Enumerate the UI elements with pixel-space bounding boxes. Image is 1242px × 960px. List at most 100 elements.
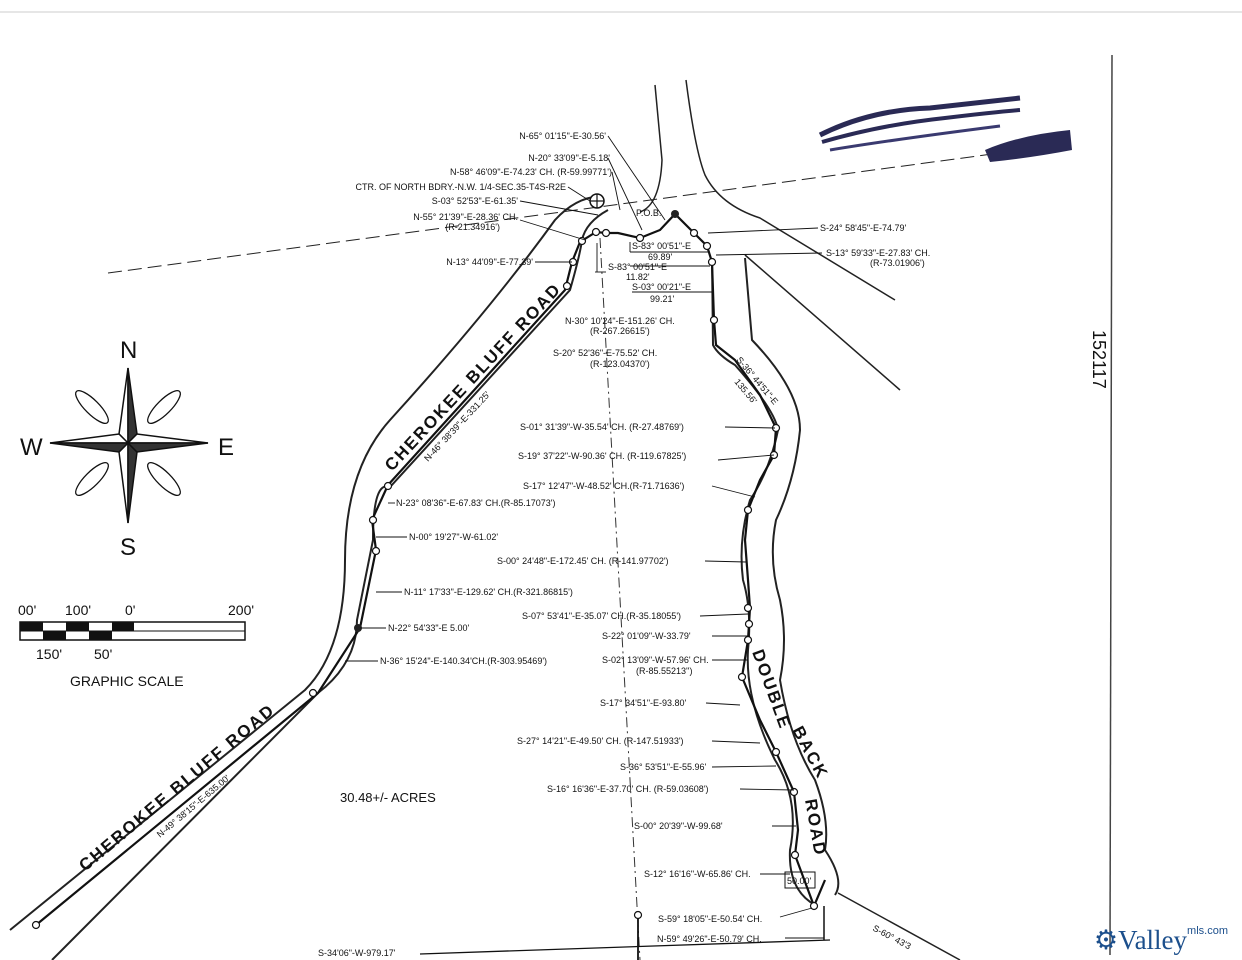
margin-stamp: 152117 bbox=[1089, 330, 1109, 389]
bearing-label: (R-85.55213'') bbox=[636, 666, 692, 676]
bearing-label: N-23° 08'36"-E-67.83' CH.(R-85.17073') bbox=[396, 498, 556, 508]
valley-mls-watermark: ⚙Valleymls.com bbox=[1093, 925, 1228, 955]
bearing-label: (R-267.26615') bbox=[590, 326, 650, 336]
corner-point bbox=[790, 850, 800, 860]
corner-point bbox=[633, 910, 643, 920]
road-name-double: DOUBLE bbox=[748, 647, 795, 732]
bearing-label: CTR. OF NORTH BDRY.-N.W. 1/4-SEC.35-T4S-… bbox=[355, 182, 566, 192]
graphic-scale-caption: GRAPHIC SCALE bbox=[70, 673, 184, 689]
section-center-marker bbox=[589, 193, 605, 209]
cherokee-road-outer-edge bbox=[9, 195, 601, 931]
bearing-label: N-65° 01'15"-E-30.56' bbox=[519, 131, 606, 141]
corner-point bbox=[737, 672, 747, 682]
corner-point bbox=[743, 603, 753, 613]
property-boundary bbox=[35, 212, 827, 926]
bearing-label: S-59° 18'05"-E-50.54' CH. bbox=[658, 914, 762, 924]
graphic-scale-bar bbox=[19, 621, 246, 641]
compass-east: E bbox=[218, 434, 234, 461]
acreage-label: 30.48+/- ACRES bbox=[340, 790, 436, 805]
bottom-boundary bbox=[419, 939, 831, 955]
compass-rose bbox=[49, 367, 209, 524]
bearing-label: N-58° 46'09"-E-74.23' CH. (R-59.99771') bbox=[450, 167, 612, 177]
bearing-label: N-36° 15'24"-E-140.34'CH.(R-303.95469') bbox=[380, 656, 547, 666]
bearing-label: S-00° 24'48"-E-172.45' CH. (R-141.97702'… bbox=[497, 556, 669, 566]
bearing-label: (R-21.34916') bbox=[445, 222, 500, 232]
bearing-label: S-83° 00'51"-E bbox=[608, 262, 667, 272]
corner-point bbox=[743, 505, 753, 515]
bearing-label: N-55° 21'39"-E-28.36' CH. bbox=[413, 212, 518, 222]
bearing-label: S-16° 16'36"-E-37.70' CH. (R-59.03608') bbox=[547, 784, 709, 794]
corner-point bbox=[31, 920, 41, 930]
bearing-label: S-27° 14'21"-E-49.50' CH. (R-147.51933') bbox=[517, 736, 684, 746]
bearing-label: S-13° 59'33"-E-27.83' CH. bbox=[826, 248, 930, 258]
bearing-label: S-24° 58'45"-E-74.79' bbox=[820, 223, 907, 233]
bearing-label: 11.82' bbox=[626, 272, 650, 282]
bearing-label: S-22° 01'09"-W-33.79' bbox=[602, 631, 691, 641]
corner-point bbox=[591, 227, 601, 237]
dimension-box bbox=[784, 871, 816, 889]
road-name-cherokee-lower: CHEROKEE BLUFF ROAD bbox=[75, 700, 278, 875]
bearing-label: S-00° 20'39"-W-99.68' bbox=[634, 821, 723, 831]
south-east-road-edge bbox=[837, 892, 961, 960]
bearing-label: S-17° 34'51"-E-93.80' bbox=[600, 698, 687, 708]
right-margin-line bbox=[1109, 54, 1113, 956]
bearing-label: (R-73.01906') bbox=[870, 258, 925, 268]
scale-label: 00' bbox=[18, 602, 36, 618]
pob-monument bbox=[671, 210, 679, 218]
bearing-label: S-03° 52'53"-E-61.35' bbox=[432, 196, 519, 206]
bearing-label: S-19° 37'22"-W-90.36' CH. (R-119.67825') bbox=[518, 451, 686, 461]
bearing-label: S-02° 13'09"-W-57.96' CH. bbox=[602, 655, 709, 665]
bearing-label: S-17° 12'47"-W-48.52' CH.(R-71.71636') bbox=[523, 481, 684, 491]
corner-points bbox=[31, 227, 819, 930]
bearing-label: S-36° 53'51"-E-55.96' bbox=[620, 762, 707, 772]
double-back-road-east-edge bbox=[744, 257, 840, 896]
valley-logo-icon: ⚙ bbox=[1093, 925, 1119, 955]
north-road-east-edge bbox=[685, 79, 896, 301]
corner-point bbox=[635, 233, 645, 243]
corner-point bbox=[562, 281, 572, 291]
bearing-label: N-30° 10'24"-E-151.26' CH. bbox=[565, 316, 675, 326]
corner-point bbox=[707, 257, 717, 267]
bearing-label: S-83° 00'51"-E bbox=[632, 241, 691, 251]
bearing-label: S-12° 16'16"-W-65.86' CH. bbox=[644, 869, 751, 879]
bearing-label: N-13° 44'09"-E-77.39' bbox=[446, 257, 533, 267]
bearing-label: S-07° 53'41"-E-35.07' CH.(R-35.18055') bbox=[522, 611, 681, 621]
corner-point bbox=[709, 315, 719, 325]
corner-point bbox=[383, 481, 393, 491]
pob-label: P.O.B. bbox=[636, 208, 661, 218]
road-name-road: ROAD bbox=[801, 797, 830, 857]
found-monument bbox=[354, 624, 362, 632]
bearing-label: S-60° 43'3 bbox=[871, 923, 913, 951]
scale-label: 50' bbox=[94, 646, 112, 662]
bearing-label: S-34'06"-W-979.17' bbox=[318, 948, 396, 958]
bearing-label: N-20° 33'09"-E-5.18' bbox=[528, 153, 610, 163]
scale-label: 0' bbox=[125, 602, 135, 618]
compass-west: W bbox=[20, 434, 43, 461]
corner-point bbox=[689, 228, 699, 238]
corner-point bbox=[743, 635, 753, 645]
bearing-label: S-03° 00'21"-E bbox=[632, 282, 691, 292]
corner-point bbox=[368, 515, 378, 525]
section-line bbox=[107, 152, 1001, 274]
bearing-label: N-00° 19'27"-W-61.02' bbox=[409, 532, 498, 542]
corner-point bbox=[371, 546, 381, 556]
road-name-cherokee-upper: CHEROKEE BLUFF ROAD bbox=[381, 279, 565, 474]
bearing-label: N-22° 54'33"-E 5.00' bbox=[388, 623, 470, 633]
handwritten-note bbox=[818, 95, 1072, 162]
east-road-edge bbox=[744, 254, 901, 391]
bearing-label: 69.89' bbox=[648, 252, 673, 262]
bearing-label: S-01° 31'39"-W-35.54' CH. (R-27.48769') bbox=[520, 422, 684, 432]
bearing-label: N-11° 17'33"-E-129.62' CH.(R-321.86815') bbox=[404, 587, 573, 597]
bearing-label: 50.00' bbox=[787, 876, 812, 886]
bearing-label: 99.21' bbox=[650, 294, 675, 304]
north-road-west-edge bbox=[639, 84, 663, 213]
bearing-label: N-59° 49'26"-E-50.79' CH. bbox=[657, 934, 762, 944]
corner-point bbox=[702, 241, 712, 251]
compass-north: N bbox=[120, 337, 137, 364]
corner-point bbox=[809, 901, 819, 911]
scale-label: 200' bbox=[228, 602, 254, 618]
leader-lines bbox=[345, 135, 824, 939]
scale-label: 100' bbox=[65, 602, 91, 618]
scale-label: 150' bbox=[36, 646, 62, 662]
